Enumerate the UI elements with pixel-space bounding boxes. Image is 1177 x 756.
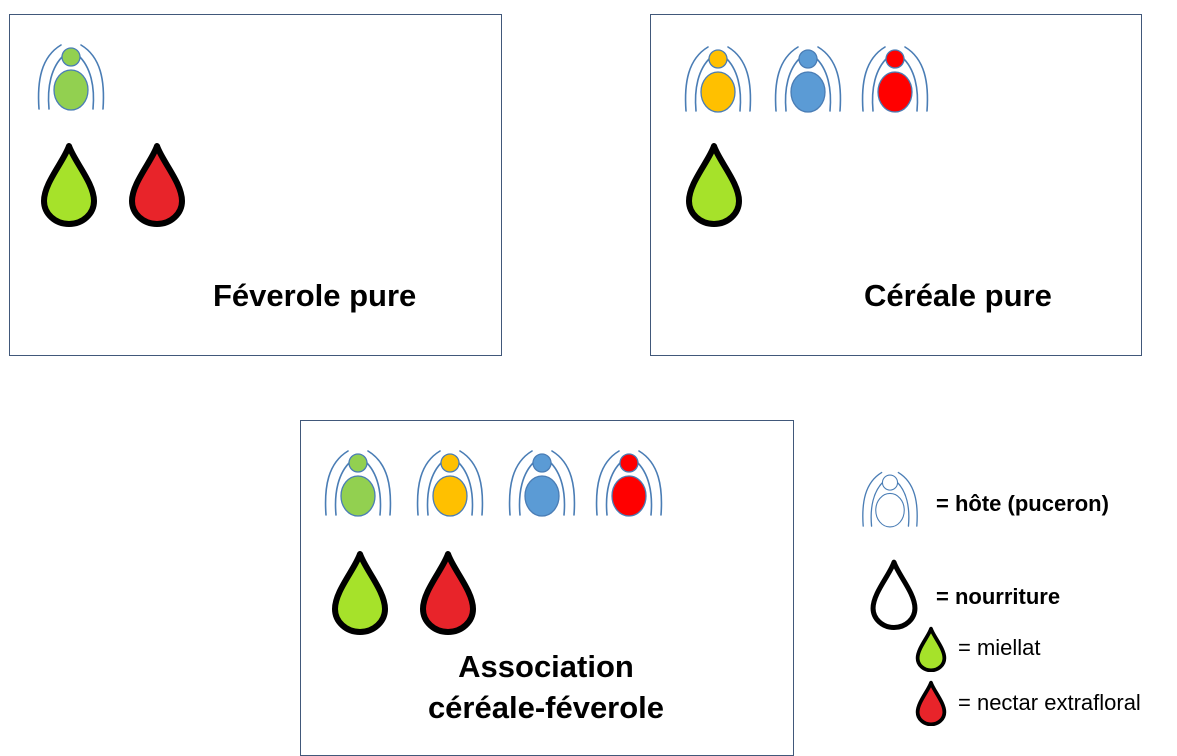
parasitoid-icon [861,46,929,113]
panel-feverole-pure: Féverole pure [9,14,502,356]
legend-nectar-label: = nectar extrafloral [958,690,1141,715]
nectar-drop-icon [915,680,947,726]
honeydew-drop-icon [915,626,947,672]
parasitoid-icon [416,450,484,517]
food-drop-icon [868,558,920,630]
panel-association: Association céréale-féverole [300,420,794,756]
parasitoid-icon [774,46,842,113]
legend-host-label: = hôte (puceron) [936,491,1109,516]
parasitoid-icon [684,46,752,113]
nectar-drop-icon [126,141,188,227]
parasitoid-icon [595,450,663,517]
honeydew-drop-icon [329,549,391,635]
aphid-host-icon [862,471,918,528]
parasitoid-icon [37,44,105,111]
panel-title: Association céréale-féverole [401,647,691,729]
nectar-drop-icon [417,549,479,635]
panel-cereale-pure: Céréale pure [650,14,1142,356]
panel-title-line1: Association [458,649,634,684]
parasitoid-icon [508,450,576,517]
panel-title: Féverole pure [213,278,417,313]
honeydew-drop-icon [38,141,100,227]
panel-title-line2: céréale-féverole [427,689,665,725]
parasitoid-icon [324,450,392,517]
panel-title: Céréale pure [864,278,1052,313]
legend-honeydew-label: = miellat [958,635,1041,660]
honeydew-drop-icon [683,141,745,227]
legend-food-label: = nourriture [936,584,1061,609]
